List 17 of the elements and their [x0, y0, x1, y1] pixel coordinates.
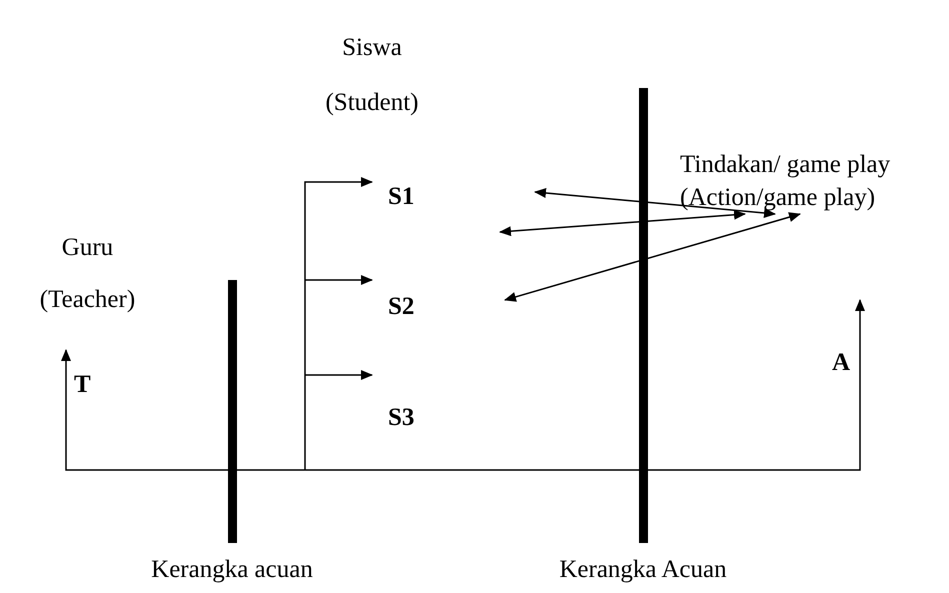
arrow — [61, 299, 865, 471]
node-label: Guru (Teacher) — [38, 233, 136, 315]
node-label: T — [73, 370, 91, 400]
node-label: S2 — [387, 292, 414, 322]
arrow — [304, 177, 373, 470]
arrow — [305, 370, 373, 380]
arrow — [499, 210, 746, 236]
node-label: A — [831, 348, 850, 378]
arrow — [504, 212, 801, 302]
arrow — [534, 188, 776, 218]
arrow — [305, 275, 373, 285]
node-label: S1 — [387, 182, 414, 212]
frame-label: Kerangka Acuan — [559, 555, 727, 585]
frame-label: Kerangka acuan — [151, 555, 313, 585]
node-label: S3 — [387, 403, 414, 433]
node-label: Siswa (Student) — [324, 33, 420, 118]
node-label: Tindakan/ game play (Action/game play) — [680, 150, 892, 213]
